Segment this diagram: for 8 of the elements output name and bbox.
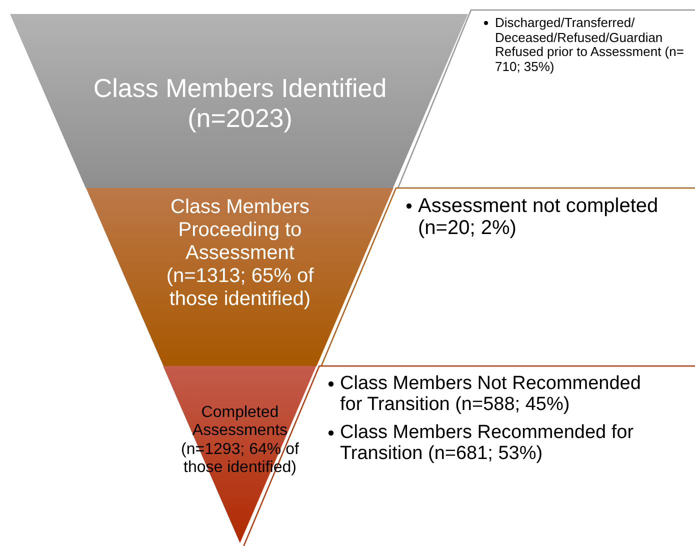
bullet-text: Class Members Not Recommended for Transition (n=588; 45%): [340, 373, 641, 416]
segment-label: Class Members Identified (n=2023): [92, 74, 388, 134]
funnel-segment: [10, 14, 468, 188]
segment-label: Class Members Proceeding to Assessment (n=1313; 65% of those identified): [165, 196, 315, 311]
funnel-segment: [163, 366, 316, 543]
bullet-text: Discharged/Transferred/ Deceased/Refused/Guardian Refused prior to Assessment (n= 710; 35%): [495, 15, 684, 74]
bullet-text: Assessment not completed (n=20; 2%): [418, 195, 658, 240]
bullet-text: Class Members Recommended for Transition (n=681; 53%): [340, 422, 634, 464]
